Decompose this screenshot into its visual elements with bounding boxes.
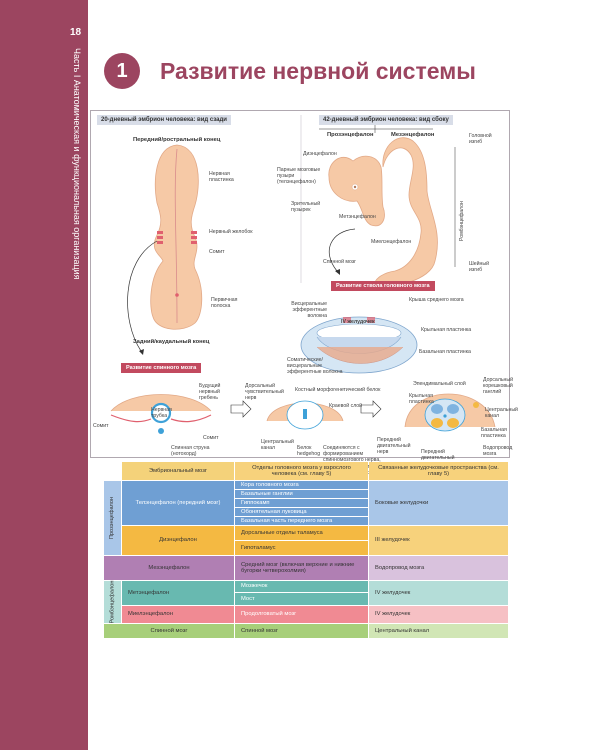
label-anterior: Передний/ростральный конец [133, 137, 221, 143]
label-basal-plate-spinal: Базальная пластинка [481, 427, 507, 440]
row-spinal: Спинной мозг [104, 624, 234, 638]
label-dorsal-sensory: Дорсальный чувствительный нерв [245, 383, 284, 402]
tel-part-4: Обонятельная луковица [235, 508, 368, 516]
group-prosencephalon-label: Прозэнцефалон [109, 496, 116, 540]
chapter-sidebar [0, 0, 88, 750]
row-myelencephalon: Миелэнцефалон [122, 606, 234, 623]
label-mesencephalon: Мезэнцефалон [391, 132, 435, 138]
table-header-ventricles: Связанные желудочковые пространства (см.… [369, 462, 508, 480]
label-paired-vesicles: Парные мозговые пузыри (телэнцефалон) [277, 167, 321, 186]
mes-part: Средний мозг (включая верхние и нижние б… [235, 556, 368, 580]
group-prosencephalon: Прозэнцефалон [104, 481, 121, 555]
embryo-20-day [127, 144, 203, 355]
label-alar-plate-spinal: Крыльная пластинка [409, 393, 434, 406]
label-ectoderm-somite: Сомит [93, 423, 109, 429]
label-sonic-hedgehog: Белок hedgehog [297, 445, 321, 458]
label-fourth-ventricle: IV желудочек [341, 319, 375, 325]
tel-part-3: Гиппокамп [235, 499, 368, 507]
label-basal-plate: Базальная пластинка [419, 349, 471, 355]
label-rhombencephalon: Ромбэнцефалон [459, 201, 465, 241]
chapter-title: Развитие нервной системы [160, 58, 476, 84]
dien-part-1: Дорсальные отделы таламуса [235, 526, 368, 540]
label-posterior: Задний/каудальный конец [133, 339, 210, 345]
row-mesencephalon: Мезэнцефалон [104, 556, 234, 580]
label-somite: Сомит [209, 249, 225, 255]
tel-ventricle: Боковые желудочки [369, 481, 508, 525]
label-alar-plate: Крыльная пластинка [421, 327, 472, 333]
label-aqueduct: Водопровод мозга [483, 445, 513, 458]
label-primitive-streak: Первичная полоска [211, 297, 238, 310]
label-central-canal: Центральный канал [261, 439, 294, 452]
label-dorsal-root-ganglion: Дорсальный корешковый ганглий [483, 377, 514, 396]
label-prosencephalon: Прозэнцефалон [327, 132, 374, 138]
mes-ventricle: Водопровод мозга [369, 556, 508, 580]
label-notochord: Спинная струна (нотохорд) [171, 445, 210, 458]
label-central-canal-spinal: Центральный канал [485, 407, 518, 420]
met-ventricle: IV желудочек [369, 581, 508, 605]
tel-part-5: Базальная часть переднего мозга [235, 517, 368, 525]
tel-part-1: Кора головного мозга [235, 481, 368, 489]
table-header-embryonic: Эмбриональный мозг [122, 462, 234, 480]
running-header-text: Часть I Анатомическая и функциональная о… [72, 48, 82, 280]
header-20-day: 20-дневный эмбрион человека: вид сзади [97, 115, 231, 125]
header-42-day: 42-дневный эмбрион человека: вид сбоку [319, 115, 453, 125]
embryo-42-day [319, 125, 456, 287]
spinal-development [110, 393, 496, 434]
label-cervical-flexure: Шейный изгиб [469, 261, 490, 274]
page-number: 18 [70, 27, 82, 38]
brainstem-section [300, 316, 418, 374]
group-rhombencephalon: Ромбэнцефалон [104, 581, 121, 623]
spinal-ventricle: Центральный канал [369, 624, 508, 638]
row-telencephalon: Телэнцефалон (передний мозг) [122, 481, 234, 525]
dien-ventricle: III желудочек [369, 526, 508, 555]
met-part-2: Мост [235, 593, 368, 605]
label-cephalic-flexure: Головной изгиб [469, 133, 492, 146]
label-spinal-somite: Сомит [203, 435, 219, 441]
met-part-1: Мозжечок [235, 581, 368, 592]
table-header-adult: Отделы головного мозга у взрослого челов… [235, 462, 368, 480]
row-diencephalon: Диэнцефалон [122, 526, 234, 555]
tel-part-2: Базальные ганглии [235, 490, 368, 498]
label-somatic-visceral: Соматические/ висцеральные эфферентные в… [287, 357, 343, 376]
myel-ventricle: IV желудочек [369, 606, 508, 623]
spinal-tag: Развитие спинного мозга [121, 363, 202, 373]
chapter-number-badge: 1 [104, 53, 140, 89]
label-optic-vesicle: Зрительный пузырек [291, 201, 321, 214]
figure-illustration [110, 115, 496, 434]
brain-division-table: Эмбриональный мозг Отделы головного мозг… [104, 462, 508, 638]
label-spinal-cord: Спинной мозг [323, 259, 357, 265]
label-myelencephalon: Миелэнцефалон [371, 239, 412, 245]
spinal-part: Спинной мозг [235, 624, 368, 638]
brainstem-tag: Развитие ствола головного мозга [331, 281, 435, 291]
dien-part-2: Гипоталамус [235, 541, 368, 555]
label-neural-crest-future: Будущий нервный гребень [199, 383, 221, 402]
label-anterior-motor: Передний двигательный нерв [377, 437, 411, 456]
label-neural-plate: Нервная пластинка [209, 171, 234, 184]
row-metencephalon: Метэнцефалон [122, 581, 234, 605]
label-neural-tube: Нервная трубка [151, 407, 172, 420]
myel-part: Продолговатый мозг [235, 606, 368, 623]
label-bmp: Костный морфогенетический белок [295, 387, 381, 393]
label-visceral-efferent: Висцеральные эфферентные волокна [291, 301, 327, 320]
label-neural-groove: Нервный желобок [209, 229, 253, 235]
development-figure: 20-дневный эмбрион человека: вид сзади 4… [90, 110, 518, 476]
label-ependymal: Эпендимальный слой [413, 381, 466, 387]
label-marginal-layer: Краевой слой [329, 403, 363, 409]
label-metencephalon: Метэнцефалон [339, 214, 376, 220]
label-diencephalon: Диэнцефалон [303, 151, 337, 157]
running-header: Часть I Анатомическая и функциональная о… [68, 48, 82, 308]
label-midbrain-roof: Крыша среднего мозга [409, 297, 464, 303]
group-rhombencephalon-label: Ромбэнцефалон [109, 580, 116, 624]
